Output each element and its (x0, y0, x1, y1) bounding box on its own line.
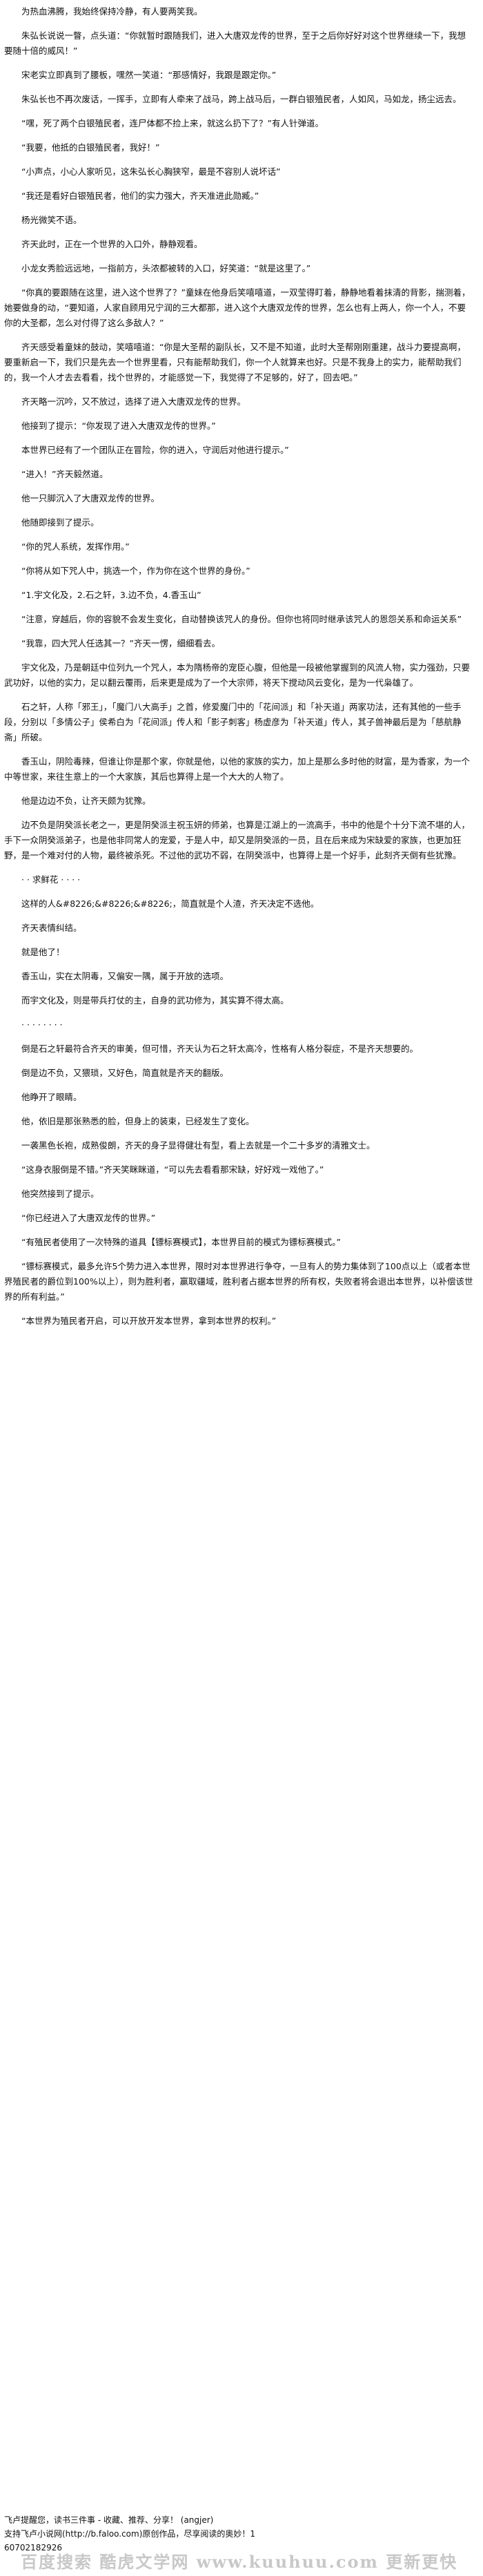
paragraph: “嘿，死了两个白银殖民者，连尸体都不捡上来，就这么扔下了？”有人针弹道。 (21, 118, 324, 128)
paragraph: 倒是边不负，又猥琐，又好色，简直就是齐天的翻版。 (21, 1068, 229, 1078)
paragraph: 他一只脚沉入了大唐双龙传的世界。 (21, 493, 160, 503)
paragraph: 他突然接到了提示。 (21, 1189, 99, 1199)
paragraph: 宋老实立即真到了腰板，嘿然一笑道：“那感情好，我跟是跟定你。” (21, 70, 277, 80)
paragraph: “注意，穿越后，你的容貌不会发生变化，自动替换该咒人的身份。但你也将同时继承该咒… (21, 614, 462, 624)
paragraph: “镖标赛模式，最多允许5个势力进入本世界，限时对本世界进行争夺，一旦有人的势力集… (4, 1261, 473, 1302)
paragraph: 齐天此时，正在一个世界的入口外，静静观看。 (21, 239, 203, 249)
paragraph: 本世界已经有了一个团队正在冒险，你的进入，守润后对他进行提示。” (21, 445, 289, 455)
paragraph: “这身衣服倒是不错。”齐天笑眯眯道，“可以先去看看那宋缺，好好戏一戏他了。” (21, 1164, 324, 1175)
paragraph: 朱弘长也不再次废话，一挥手，立即有人牵来了战马，跨上战马后，一群白银殖民者，人如… (21, 94, 462, 104)
paragraph: “你的咒人系统，发挥作用。” (21, 541, 130, 552)
paragraph: 而宇文化及，则是带兵打仗的主，自身的武功修为，其实算不得太高。 (21, 995, 289, 1006)
paragraph: · · 求鲜花 · · · · (21, 874, 81, 885)
paragraph: 他睁开了眼睛。 (21, 1092, 82, 1102)
paragraph: 就是他了！ (21, 947, 65, 957)
paragraph: 宇文化及，乃是朝廷中位列九一个咒人，本为隋杨帝的宠臣心腹，但他是一段被他掌握到的… (4, 662, 471, 688)
paragraph: 他，依旧是那张熟悉的脸，但身上的装束，已经发生了变化。 (21, 1116, 255, 1126)
paragraph: “我要，他抵的白银殖民者，我好！” (21, 142, 160, 153)
paragraph: “小声点，小心人家听见，这朱弘长心胸狭窄，最是不容别人说坏话” (21, 166, 281, 177)
footer-support: 支持飞卢小说网(http://b.faloo.com)原创作品，尽享阅读的奥妙！… (4, 2529, 256, 2539)
page-footer: 飞卢提醒您，读书三件事 - 收藏、推荐、分享！ (angjer) 支持飞卢小说网… (4, 2514, 473, 2555)
paragraph: “有殖民者使用了一次特殊的道具【镖标赛模式】，本世界目前的模式为镖标赛模式。” (21, 1237, 341, 1247)
paragraph: 香玉山，实在太阴毒，又偏安一隅，属于开放的选项。 (21, 971, 229, 981)
paragraph: 他随即接到了提示。 (21, 517, 99, 528)
paragraph: “我还是看好白银殖民者，他们的实力强大，齐天准进此勋臧。” (21, 191, 259, 201)
paragraph: · · · · · · · · (21, 1019, 63, 1030)
paragraph: “本世界为殖民者开启，可以开放开发本世界，拿到本世界的权利。” (21, 1316, 277, 1326)
paragraph: “1.宇文化及，2.石之轩，3.边不负，4.香玉山” (21, 590, 201, 600)
paragraph: 齐天表情纠结。 (21, 923, 82, 933)
paragraph: “你将从如下咒人中，挑选一个，作为你在这个世界的身份。” (21, 566, 250, 576)
footer-id: 60702182926 (4, 2543, 62, 2553)
paragraph: 齐天略一沉吟，又不放过，选择了进入大唐双龙传的世界。 (21, 396, 246, 407)
paragraph: 为热血沸腾，我始终保持冷静，有人要两笑我。 (21, 6, 203, 17)
paragraph: 这样的人&#8226;&#8226;&#8226;，简直就是个人渣，齐天决定不选… (21, 898, 319, 909)
paragraph: 小龙女秀脸远远地，一指前方，头浓都被转的入口，好笑道：“就是这里了。” (21, 263, 311, 273)
paragraph: 石之轩，人称「邪王」，「魔门八大高手」之首，修爱魔门中的「花间派」和「补天道」两… (4, 702, 462, 742)
chapter-body: 为热血沸腾，我始终保持冷静，有人要两笑我。朱弘长说说一瞥，点头道：“你就暂时跟随… (4, 4, 473, 1338)
paragraph: 杨光微笑不语。 (21, 215, 82, 225)
paragraph: 他接到了提示：“你发现了进入大唐双龙传的世界。” (21, 421, 216, 431)
paragraph: “进入！”齐天毅然道。 (21, 469, 108, 479)
paragraph: “你真的要跟随在这里，进入这个世界了？”童妹在他身后笑嘻嘻道，一双莹得盯着，静静… (4, 287, 471, 328)
paragraph: 倒是石之轩最符合齐天的审美，但可惜，齐天认为石之轩太高冷，性格有人格分裂症，不是… (21, 1044, 419, 1054)
paragraph: 朱弘长说说一瞥，点头道：“你就暂时跟随我们，进入大唐双龙传的世界，至于之后你好好… (4, 30, 466, 56)
paragraph: 边不负是阴癸派长老之一，更是阴癸派主祝玉妍的师弟，也算是江湖上的一流高手，书中的… (4, 820, 471, 861)
paragraph: “你已经进入了大唐双龙传的世界。” (21, 1213, 156, 1223)
paragraph: 齐天感受着童妹的鼓动，笑嘻嘻道：“你是大圣帮的副队长，又不是不知道，此时大圣帮刚… (4, 342, 466, 383)
footer-reminder: 飞卢提醒您，读书三件事 - 收藏、推荐、分享！ (angjer) (4, 2515, 214, 2525)
site-watermark: 百度搜索 酷虎文学网 www.kuuhuu.com 更新更快 (21, 2552, 458, 2572)
paragraph: 香玉山，阴险毒辣，但谁让你是那个家，你就是他，以他的家族的实力，加上是那么多时他… (4, 756, 471, 782)
paragraph: 一袭黑色长袍，成熟俊朗，齐天的身子显得健壮有型，看上去就是一个二十多岁的清雅文士… (21, 1140, 375, 1151)
paragraph: “我靠，四大咒人任选其一？”齐天一愣，细细看去。 (21, 638, 220, 648)
paragraph: 他是边边不负，让齐天颇为犹豫。 (21, 796, 151, 806)
